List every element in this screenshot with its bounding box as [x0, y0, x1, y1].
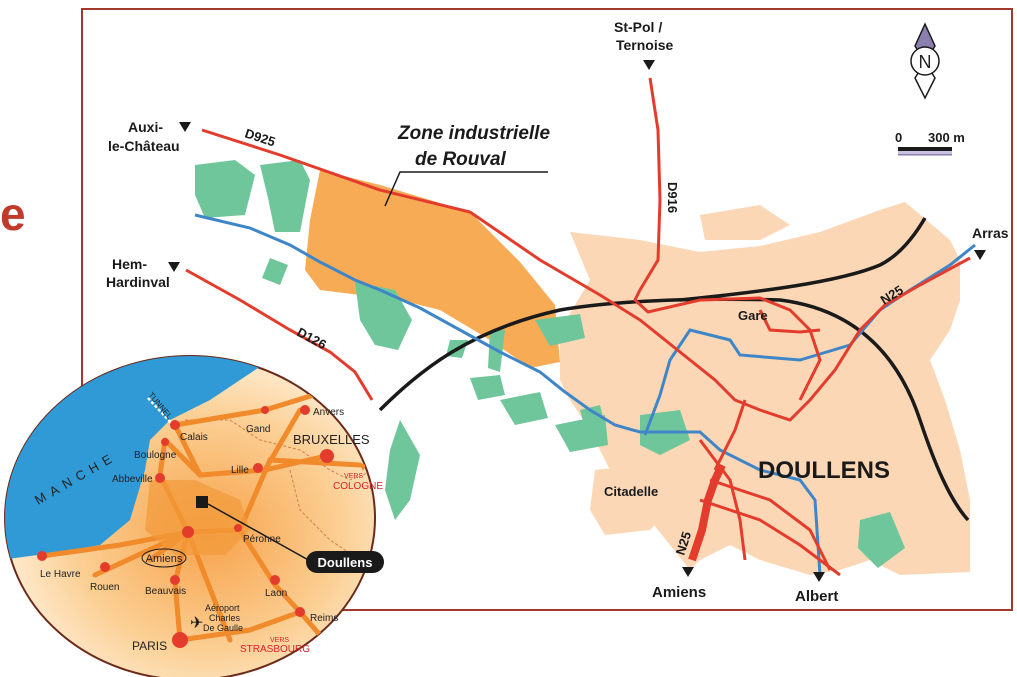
inset-city-boulogne: Boulogne [134, 450, 177, 461]
cut-letter: e [0, 188, 26, 240]
town-label-hem-line1: Hem- [112, 256, 147, 272]
inset-city-abbeville: Abbeville [112, 474, 153, 485]
road-label-d916: D916 [665, 182, 680, 213]
n25-south-segment [688, 463, 726, 562]
inset-airport-line3: De Gaulle [203, 623, 243, 633]
town-label-st-pol-line1: St-Pol / [614, 19, 662, 35]
urban-area [560, 202, 970, 575]
arrow-arras-icon [974, 250, 986, 260]
inset-airport-line1: Aéroport [205, 603, 240, 613]
inset-city-anvers: Anvers [313, 407, 344, 418]
inset-doullens-marker [196, 496, 208, 508]
inset-vers-cologne-line1: VERS [344, 473, 363, 480]
arrow-albert-icon [813, 572, 825, 582]
road-label-n25-south: N25 [673, 530, 695, 557]
inset-city-peronne: Péronne [243, 534, 281, 545]
arrow-st-pol-icon [643, 60, 655, 70]
town-label-gare: Gare [738, 308, 768, 323]
inset-city-lille: Lille [231, 465, 249, 476]
town-label-albert: Albert [795, 588, 838, 605]
inset-city-reims: Reims [310, 613, 338, 624]
inset-doullens-tag-label: Doullens [318, 555, 373, 570]
inset-city-amiens: Amiens [141, 548, 187, 568]
town-label-auxi-line1: Auxi- [128, 119, 163, 135]
zone-label-line1: Zone industrielle [397, 123, 550, 144]
zone-label: Zone industrielle de Rouval [384, 123, 550, 207]
red-roads [185, 77, 971, 577]
arrow-auxi-icon [179, 122, 191, 132]
scale-zero: 0 [895, 130, 902, 145]
arrow-hem-icon [168, 262, 180, 272]
zone-label-line2: de Rouval [415, 149, 507, 170]
town-label-arras: Arras [972, 225, 1009, 241]
town-label-doullens: DOULLENS [758, 457, 890, 484]
inset-city-beauvais: Beauvais [145, 586, 186, 597]
zone-leader-line [384, 171, 548, 207]
compass-letter: N [919, 52, 932, 72]
n25-link [713, 399, 747, 471]
inset-city-bruxelles: BRUXELLES [293, 432, 370, 447]
inset-doullens-tag: Doullens [306, 551, 384, 573]
industrial-zone [305, 170, 560, 368]
inset-vers-strasbourg-line2: STRASBOURG [240, 644, 310, 655]
inset-city-laon: Laon [265, 588, 287, 599]
inset-vers-strasbourg-line1: VERS [270, 637, 289, 644]
inset-vers-cologne-line2: COLOGNE [333, 481, 383, 492]
inset-city-gand: Gand [246, 424, 270, 435]
arrow-amiens-icon [682, 567, 694, 577]
inset-city-rouen: Rouen [90, 582, 119, 593]
town-label-citadelle: Citadelle [604, 484, 658, 499]
town-label-auxi-line2: le-Château [108, 138, 180, 154]
town-label-hem-line2: Hardinval [106, 274, 170, 290]
town-label-amiens: Amiens [652, 584, 706, 601]
inset-city-le-havre: Le Havre [40, 569, 81, 580]
direction-arrows [168, 60, 986, 582]
compass-icon: N [910, 22, 940, 100]
scale-bar: 0 300 m [895, 130, 965, 156]
town-label-st-pol-line2: Ternoise [616, 37, 674, 53]
inset-city-calais: Calais [180, 432, 208, 443]
inset-airport-line2: Charles [209, 613, 241, 623]
inset-city-amiens-label: Amiens [146, 553, 183, 565]
scale-distance: 300 m [928, 130, 965, 145]
inset-city-paris: PARIS [132, 639, 167, 653]
airport-icon: ✈ [190, 615, 203, 632]
